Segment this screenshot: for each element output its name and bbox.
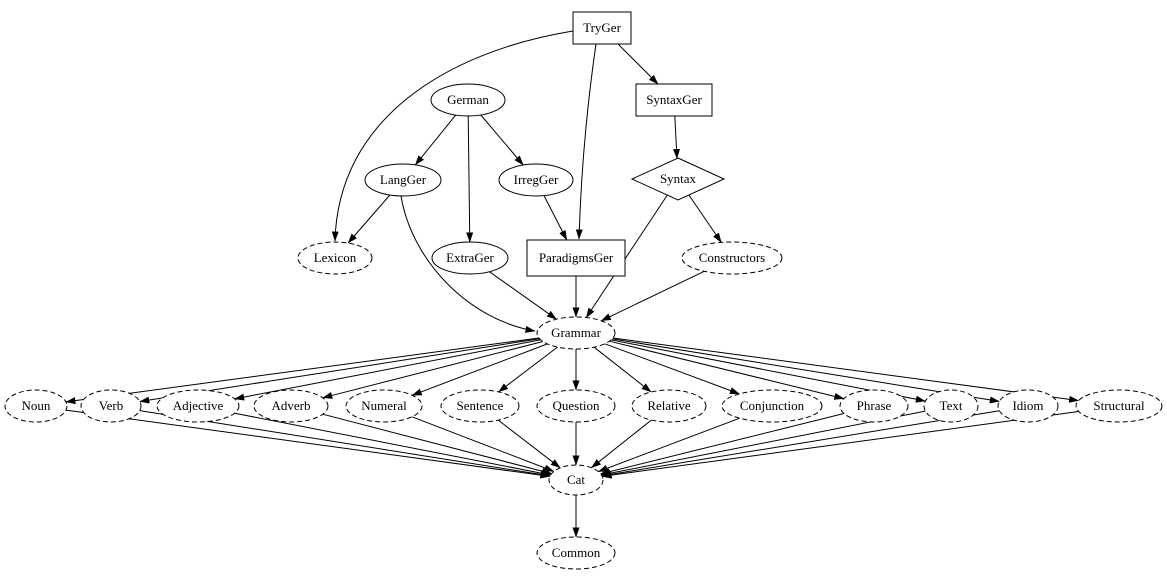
edge-tryger-syntaxger bbox=[617, 43, 659, 85]
edge-tryger-lexicon bbox=[331, 30, 574, 242]
edge-tryger-paradigmsger bbox=[575, 43, 597, 240]
node-common-label: Common bbox=[552, 545, 601, 560]
node-german: German bbox=[430, 83, 506, 117]
edge-german-irregger bbox=[480, 114, 524, 166]
node-grammar: Grammar bbox=[536, 316, 616, 350]
edge-syntax-grammar bbox=[585, 194, 668, 319]
edge-structural-cat bbox=[601, 411, 1079, 479]
edge-grammar-structural bbox=[613, 337, 1080, 403]
node-numeral: Numeral bbox=[345, 389, 423, 423]
node-sentence-label: Sentence bbox=[457, 398, 504, 413]
edge-grammar-adjective bbox=[234, 339, 541, 401]
node-cat-label: Cat bbox=[567, 472, 585, 487]
node-extrager-label: ExtraGer bbox=[446, 250, 494, 265]
node-phrase-label: Phrase bbox=[857, 398, 892, 413]
node-syntax-label: Syntax bbox=[660, 171, 697, 186]
node-constructors-label: Constructors bbox=[699, 250, 765, 265]
node-structural-label: Structural bbox=[1093, 398, 1145, 413]
edge-sentence-cat bbox=[497, 419, 561, 469]
node-text-label: Text bbox=[940, 398, 963, 413]
node-common: Common bbox=[536, 536, 616, 570]
node-text: Text bbox=[923, 389, 979, 423]
edge-conjunction-cat bbox=[597, 417, 740, 473]
node-constructors: Constructors bbox=[681, 241, 783, 275]
node-langger: LangGer bbox=[364, 163, 442, 197]
edge-constructors-grammar bbox=[600, 270, 705, 322]
node-paradigmsger: ParadigmsGer bbox=[526, 239, 626, 277]
edge-noun-cat bbox=[65, 409, 551, 479]
edge-grammar-idiom bbox=[612, 338, 1000, 404]
edge-numeral-cat bbox=[411, 416, 555, 472]
node-cat: Cat bbox=[548, 464, 604, 496]
node-tryger: TryGer bbox=[572, 11, 632, 45]
edge-grammar-phrase bbox=[609, 340, 845, 400]
node-relative: Relative bbox=[631, 389, 707, 423]
node-idiom-label: Idiom bbox=[1012, 398, 1043, 413]
node-tryger-label: TryGer bbox=[583, 20, 621, 35]
edge-phrase-cat bbox=[600, 413, 845, 476]
edge-langger-grammar bbox=[400, 195, 536, 333]
node-adjective-label: Adjective bbox=[173, 398, 224, 413]
node-irregger: IrregGer bbox=[498, 163, 574, 197]
node-adverb: Adverb bbox=[253, 389, 329, 423]
node-verb: Verb bbox=[80, 389, 142, 423]
edge-german-langger bbox=[414, 114, 457, 166]
edge-idiom-cat bbox=[601, 410, 1000, 478]
node-verb-label: Verb bbox=[99, 398, 124, 413]
node-sentence: Sentence bbox=[440, 389, 520, 423]
node-numeral-label: Numeral bbox=[361, 398, 407, 413]
edge-irregger-paradigmsger bbox=[543, 195, 568, 241]
node-syntax: Syntax bbox=[630, 157, 726, 201]
edge-relative-cat bbox=[591, 419, 652, 469]
edge-syntaxger-syntax bbox=[673, 115, 681, 159]
edge-grammar-noun bbox=[65, 337, 540, 405]
edge-grammar-numeral bbox=[411, 343, 548, 396]
edge-langger-lexicon bbox=[347, 194, 391, 244]
node-grammar-label: Grammar bbox=[551, 325, 601, 340]
node-adjective: Adjective bbox=[156, 389, 240, 423]
node-langger-label: LangGer bbox=[380, 172, 427, 187]
node-noun: Noun bbox=[4, 389, 68, 423]
nodes-layer: TryGer German SyntaxGer LangGer IrregGer bbox=[4, 11, 1163, 570]
node-relative-label: Relative bbox=[647, 398, 691, 413]
edge-adverb-cat bbox=[322, 413, 552, 475]
node-syntaxger: SyntaxGer bbox=[635, 83, 713, 117]
edge-extrager-grammar bbox=[489, 271, 557, 320]
node-question: Question bbox=[536, 389, 616, 423]
edge-grammar-adverb bbox=[322, 341, 544, 399]
edge-grammar-relative bbox=[593, 346, 652, 393]
node-phrase: Phrase bbox=[839, 389, 909, 423]
edge-syntax-constructors bbox=[688, 194, 722, 243]
edge-grammar-sentence bbox=[498, 346, 558, 393]
node-paradigmsger-label: ParadigmsGer bbox=[539, 250, 614, 265]
node-idiom: Idiom bbox=[997, 389, 1059, 423]
node-noun-label: Noun bbox=[22, 398, 51, 413]
edge-adjective-cat bbox=[234, 412, 551, 477]
node-syntaxger-label: SyntaxGer bbox=[646, 92, 702, 107]
edge-grammar-conjunction bbox=[604, 343, 740, 395]
node-irregger-label: IrregGer bbox=[514, 172, 559, 187]
edges-layer bbox=[65, 30, 1080, 538]
node-lexicon: Lexicon bbox=[297, 241, 373, 275]
node-conjunction: Conjunction bbox=[721, 389, 823, 423]
edge-german-extrager bbox=[466, 115, 474, 243]
node-lexicon-label: Lexicon bbox=[314, 250, 357, 265]
node-extrager: ExtraGer bbox=[431, 241, 509, 275]
node-adverb-label: Adverb bbox=[272, 398, 311, 413]
node-structural: Structural bbox=[1075, 389, 1163, 423]
node-german-label: German bbox=[447, 92, 489, 107]
node-question-label: Question bbox=[553, 398, 600, 413]
node-conjunction-label: Conjunction bbox=[740, 398, 805, 413]
